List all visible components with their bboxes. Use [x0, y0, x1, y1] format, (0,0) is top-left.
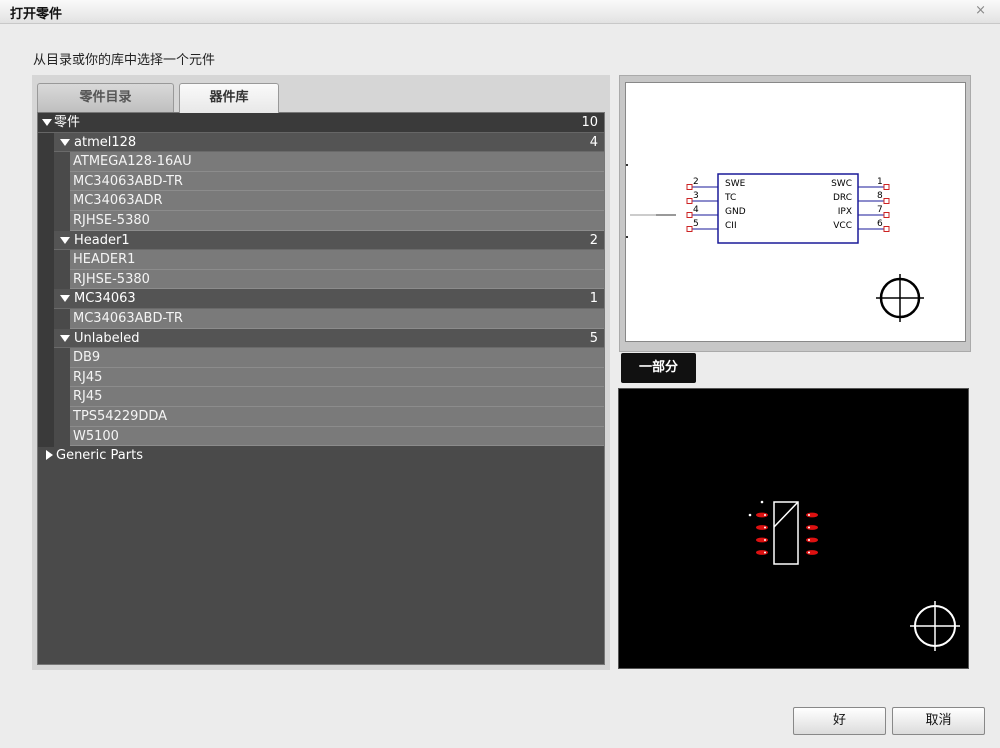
- schematic-pin: 3 TC: [686, 191, 736, 204]
- group-label: Generic Parts: [56, 448, 143, 464]
- footprint-graphic: [748, 500, 960, 651]
- pin-number: 2: [693, 177, 699, 187]
- pin-number: 3: [693, 191, 699, 201]
- left-pins: 2 SWE 3 TC 4 GND 5 CII: [686, 177, 746, 232]
- tree-root[interactable]: 零件 10: [38, 113, 604, 133]
- pin-number: 6: [877, 219, 883, 229]
- expand-triangle-icon[interactable]: [60, 295, 70, 303]
- schematic-pin: 8 DRC: [833, 191, 890, 204]
- library-panel: 零件目录 器件库 零件 10 atmel128 4 ATMEGA128-16AU…: [32, 75, 610, 670]
- expand-triangle-icon[interactable]: [60, 236, 70, 244]
- tab-device-library[interactable]: 器件库: [179, 83, 279, 113]
- tree-root-label: 零件: [54, 115, 81, 130]
- cancel-button[interactable]: 取消: [892, 707, 985, 735]
- expand-triangle-icon[interactable]: [60, 138, 70, 146]
- tree-item[interactable]: RJ45: [70, 387, 604, 407]
- tree-item[interactable]: ATMEGA128-16AU: [70, 152, 604, 172]
- group-count: 1: [589, 291, 598, 307]
- group-label: MC34063: [74, 291, 136, 307]
- pin-name: SWE: [725, 179, 746, 189]
- pcb-pad: [756, 525, 768, 530]
- pcb-pads: [756, 512, 818, 555]
- group-label: Header1: [74, 232, 130, 248]
- expand-triangle-icon[interactable]: [60, 334, 70, 342]
- instruction-text: 从目录或你的库中选择一个元件: [33, 53, 216, 68]
- pin-name: DRC: [833, 193, 852, 203]
- schematic-pin: 5 CII: [686, 219, 737, 232]
- group-count: 4: [589, 134, 598, 150]
- tree-item[interactable]: MC34063ABD-TR: [70, 171, 604, 192]
- tree-item[interactable]: DB9: [70, 348, 604, 368]
- schematic-pin: 4 GND: [686, 205, 746, 218]
- schematic-preview-frame: 2 SWE 3 TC 4 GND 5 CII 1 SWC 8 DRC 7 IPX 6 VCC: [619, 75, 971, 352]
- pin-number: 7: [877, 205, 883, 215]
- pcb-pad: [806, 525, 818, 530]
- schematic-pin: 6 VCC: [833, 219, 890, 232]
- footprint-outline: [773, 501, 799, 565]
- ok-button[interactable]: 好: [793, 707, 886, 735]
- crosshair-icon: [910, 601, 960, 651]
- pin-name: VCC: [833, 221, 852, 231]
- pcb-pad: [756, 537, 768, 543]
- pin-number: 1: [877, 177, 883, 187]
- tree-item[interactable]: RJ45: [70, 367, 604, 388]
- pin-number: 5: [693, 219, 699, 229]
- crosshair-icon: [876, 274, 924, 322]
- tree-group-mc34063[interactable]: MC34063 1: [54, 289, 604, 309]
- group-count: 5: [589, 330, 598, 346]
- tree-root-count: 10: [581, 115, 598, 130]
- tree-group-generic-parts[interactable]: Generic Parts: [38, 446, 604, 466]
- pin-name: SWC: [831, 179, 852, 189]
- collapse-triangle-icon[interactable]: [46, 450, 53, 461]
- pin-number: 4: [693, 205, 699, 215]
- pin-name: CII: [725, 221, 737, 231]
- tree-group-header1[interactable]: Header1 2: [54, 230, 604, 251]
- pin-name: GND: [725, 207, 746, 217]
- schematic-pin: 1 SWC: [831, 177, 890, 190]
- close-icon[interactable]: ×: [975, 3, 986, 18]
- tree-item[interactable]: W5100: [70, 426, 604, 447]
- tree-item[interactable]: HEADER1: [70, 250, 604, 270]
- tab-parts-catalog[interactable]: 零件目录: [37, 83, 174, 112]
- schematic-pin: 2 SWE: [686, 177, 746, 190]
- schematic-pin: 7 IPX: [838, 205, 890, 218]
- footprint-preview[interactable]: [618, 388, 969, 669]
- group-label: atmel128: [74, 134, 137, 150]
- tree-item[interactable]: MC34063ABD-TR: [70, 308, 604, 329]
- tree-group-atmel128[interactable]: atmel128 4: [54, 132, 604, 153]
- pcb-pad: [806, 550, 818, 555]
- title-bar: 打开零件 ×: [0, 0, 1000, 24]
- pin-number: 8: [877, 191, 883, 201]
- window-title: 打开零件: [10, 7, 63, 22]
- chip-body: [717, 173, 859, 244]
- pcb-pad: [756, 550, 768, 555]
- tree-item[interactable]: MC34063ADR: [70, 191, 604, 211]
- tree-item[interactable]: TPS54229DDA: [70, 406, 604, 427]
- parts-tree: 零件 10 atmel128 4 ATMEGA128-16AU MC34063A…: [37, 112, 605, 665]
- tab-part-view[interactable]: 一部分: [621, 353, 696, 383]
- tree-item[interactable]: RJHSE-5380: [70, 210, 604, 231]
- group-count: 2: [589, 232, 598, 248]
- schematic-preview[interactable]: 2 SWE 3 TC 4 GND 5 CII 1 SWC 8 DRC 7 IPX 6 VCC: [625, 82, 966, 342]
- expand-triangle-icon[interactable]: [42, 119, 52, 126]
- pcb-pad: [756, 512, 768, 518]
- pin-name: TC: [724, 193, 736, 203]
- pin-name: IPX: [838, 207, 852, 217]
- pcb-pad: [806, 512, 818, 518]
- tree-group-unlabeled[interactable]: Unlabeled 5: [54, 328, 604, 349]
- group-label: Unlabeled: [74, 330, 140, 346]
- pcb-pad: [806, 537, 818, 543]
- schematic-symbol: 2 SWE 3 TC 4 GND 5 CII 1 SWC 8 DRC 7 IPX 6 VCC: [626, 164, 924, 322]
- right-pins: 1 SWC 8 DRC 7 IPX 6 VCC: [831, 177, 890, 232]
- tree-item[interactable]: RJHSE-5380: [70, 269, 604, 290]
